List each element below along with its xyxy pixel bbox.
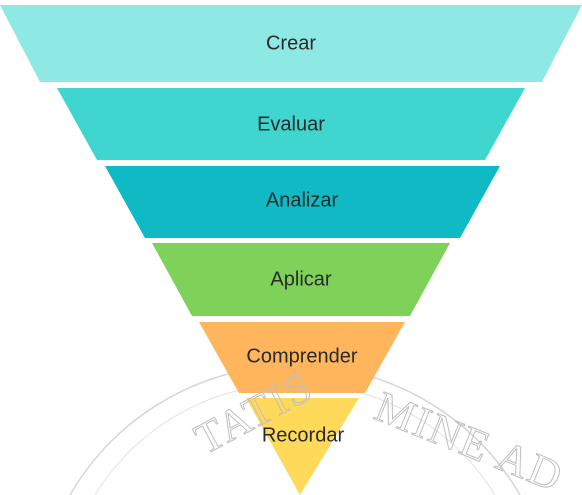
pyramid-layers <box>0 5 582 495</box>
layer-crear <box>0 5 582 82</box>
pyramid-labels: Crear Evaluar Analizar Aplicar Comprende… <box>246 32 358 446</box>
layer-recordar <box>246 398 359 495</box>
label-crear: Crear <box>266 32 316 54</box>
layer-analizar <box>105 166 500 238</box>
label-analizar: Analizar <box>266 189 339 211</box>
label-aplicar: Aplicar <box>270 268 331 290</box>
label-recordar: Recordar <box>262 424 345 446</box>
label-evaluar: Evaluar <box>257 113 325 135</box>
layer-evaluar <box>57 88 525 160</box>
label-comprender: Comprender <box>246 345 358 367</box>
watermark-right-text: MINE AD <box>368 382 570 495</box>
layer-comprender <box>199 322 405 393</box>
layer-aplicar <box>152 243 450 316</box>
